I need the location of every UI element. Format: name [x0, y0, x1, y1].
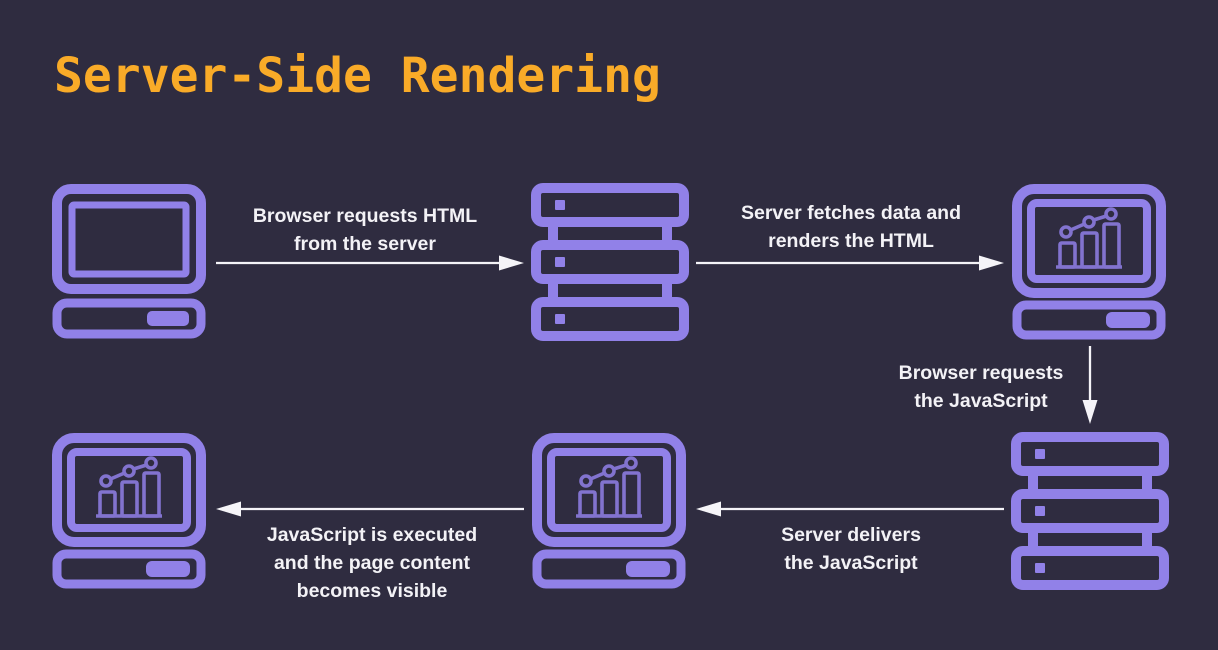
step-label-request-js: Browser requests the JavaScript	[899, 359, 1064, 415]
step-label-line: JavaScript is executed	[266, 524, 478, 546]
step-label-request-html: Browser requests HTML from the server	[253, 202, 477, 258]
arrow-left-execute-js	[216, 501, 524, 517]
arrow-left-deliver-js	[696, 501, 1004, 517]
step-label-line: becomes visible	[296, 580, 448, 602]
step-label-line: Browser requests HTML	[252, 205, 478, 227]
step-label-line: the JavaScript	[784, 552, 918, 574]
server-rack-icon	[530, 183, 690, 341]
arrow-down-request-js	[1082, 346, 1098, 424]
step-label-line: from the server	[294, 233, 436, 255]
step-label-line: renders the HTML	[768, 230, 934, 252]
step-label-execute-js: JavaScript is executed and the page cont…	[267, 521, 477, 605]
computer-chart-icon	[530, 432, 688, 589]
step-label-line: Server fetches data and	[740, 202, 962, 224]
step-label-render-html: Server fetches data and renders the HTML	[741, 199, 961, 255]
page-title: Server-Side Rendering	[54, 48, 661, 104]
step-label-line: Browser requests	[898, 362, 1064, 384]
computer-chart-icon	[1010, 183, 1168, 340]
server-rack-icon	[1010, 432, 1170, 590]
step-label-deliver-js: Server delivers the JavaScript	[781, 521, 921, 577]
computer-chart-icon	[50, 432, 208, 589]
step-label-line: and the page content	[273, 552, 471, 574]
arrow-right-render-html	[696, 255, 1004, 271]
step-label-line: Server delivers	[781, 524, 921, 546]
computer-icon	[50, 183, 208, 340]
step-label-line: the JavaScript	[914, 390, 1048, 412]
